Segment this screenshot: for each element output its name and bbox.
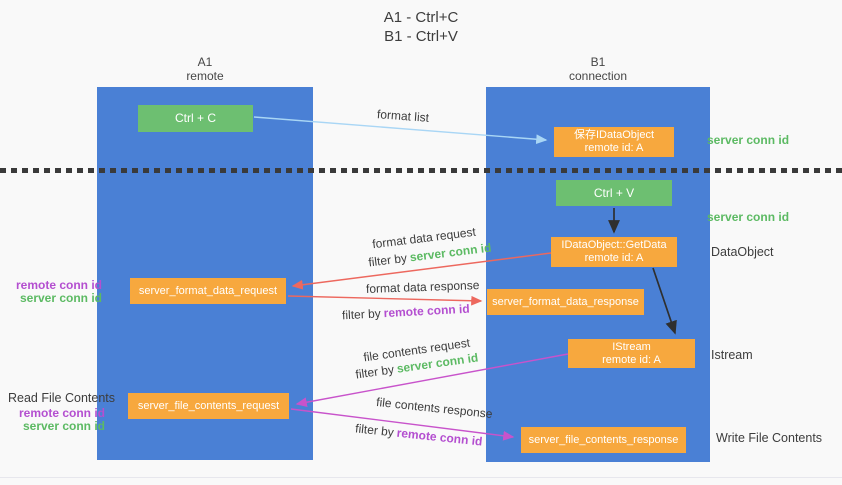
node-save-idataobject-line1: 保存IDataObject — [573, 129, 655, 141]
left-conn-id-pair-2: remote conn id server conn id — [9, 407, 105, 433]
node-istream-line1: IStream — [612, 340, 651, 353]
footer-edge-line — [0, 477, 842, 478]
side-label-istream: Istream — [711, 348, 753, 362]
remote-conn-id-text: remote conn id — [396, 425, 484, 449]
node-server-format-data-request: server_format_data_request — [130, 278, 286, 304]
arrow-format-data-response — [287, 295, 483, 306]
filter-by-text: filter by — [354, 421, 395, 440]
column-a1-name: A1 — [197, 55, 213, 69]
node-getdata-line1: IDataObject::GetData — [561, 239, 667, 251]
left-conn-id-pair-1: remote conn id server conn id — [6, 279, 102, 305]
side-label-read-file-contents: Read File Contents — [8, 391, 116, 405]
separator-dotted-line — [0, 168, 842, 173]
column-a1-subtitle: remote — [186, 69, 224, 83]
column-b1-name: B1 — [590, 55, 606, 69]
node-file-req-label: server_file_contents_request — [137, 399, 280, 412]
filter-by-text: filter by — [341, 306, 382, 323]
node-fmt-resp-label: server_format_data_response — [492, 295, 639, 308]
filter-by-text: filter by — [354, 362, 395, 382]
column-b1-subtitle: connection — [568, 69, 628, 83]
node-server-file-contents-request: server_file_contents_request — [128, 393, 289, 419]
side-label-server-conn-id-mid: server conn id — [707, 210, 790, 224]
server-conn-id-label: server conn id — [19, 291, 102, 305]
side-label-write-file-contents: Write File Contents — [716, 431, 823, 445]
node-ctrl-c: Ctrl + C — [138, 105, 253, 132]
remote-conn-id-text: remote conn id — [383, 301, 470, 321]
node-server-format-data-response: server_format_data_response — [487, 289, 644, 315]
side-label-server-conn-id-top: server conn id — [707, 133, 790, 147]
remote-conn-id-label: remote conn id — [18, 406, 105, 420]
node-idataobject-getdata: IDataObject::GetData remote id: A — [551, 237, 677, 267]
node-getdata-line2: remote id: A — [584, 252, 644, 264]
column-header-b1: B1 connection — [486, 55, 710, 83]
node-ctrl-v-label: Ctrl + V — [593, 185, 635, 200]
node-ctrl-v: Ctrl + V — [556, 180, 672, 206]
node-save-idataobject-line2: remote id: A — [584, 142, 644, 154]
title-line-2: B1 - Ctrl+V — [384, 28, 458, 45]
diagram-title: A1 - Ctrl+C B1 - Ctrl+V — [0, 8, 842, 46]
node-fmt-req-label: server_format_data_request — [138, 284, 278, 297]
node-ctrl-c-label: Ctrl + C — [174, 111, 216, 125]
column-header-a1: A1 remote — [97, 55, 313, 83]
filter-by-text: filter by — [367, 250, 408, 270]
node-file-resp-label: server_file_contents_response — [528, 433, 679, 446]
edge-label-format-data-response: format data response — [365, 278, 480, 296]
side-label-dataobject: DataObject — [711, 245, 774, 259]
edge-label-format-list: format list — [376, 107, 430, 125]
node-istream: IStream remote id: A — [568, 339, 695, 368]
remote-conn-id-label: remote conn id — [15, 278, 102, 292]
node-istream-line2: remote id: A — [602, 353, 661, 366]
node-save-idataobject: 保存IDataObject remote id: A — [554, 127, 674, 157]
edge-label-file-contents-response: file contents response — [375, 394, 494, 422]
server-conn-id-label: server conn id — [22, 419, 105, 433]
title-line-1: A1 - Ctrl+C — [383, 9, 459, 26]
node-server-file-contents-response: server_file_contents_response — [521, 427, 686, 453]
